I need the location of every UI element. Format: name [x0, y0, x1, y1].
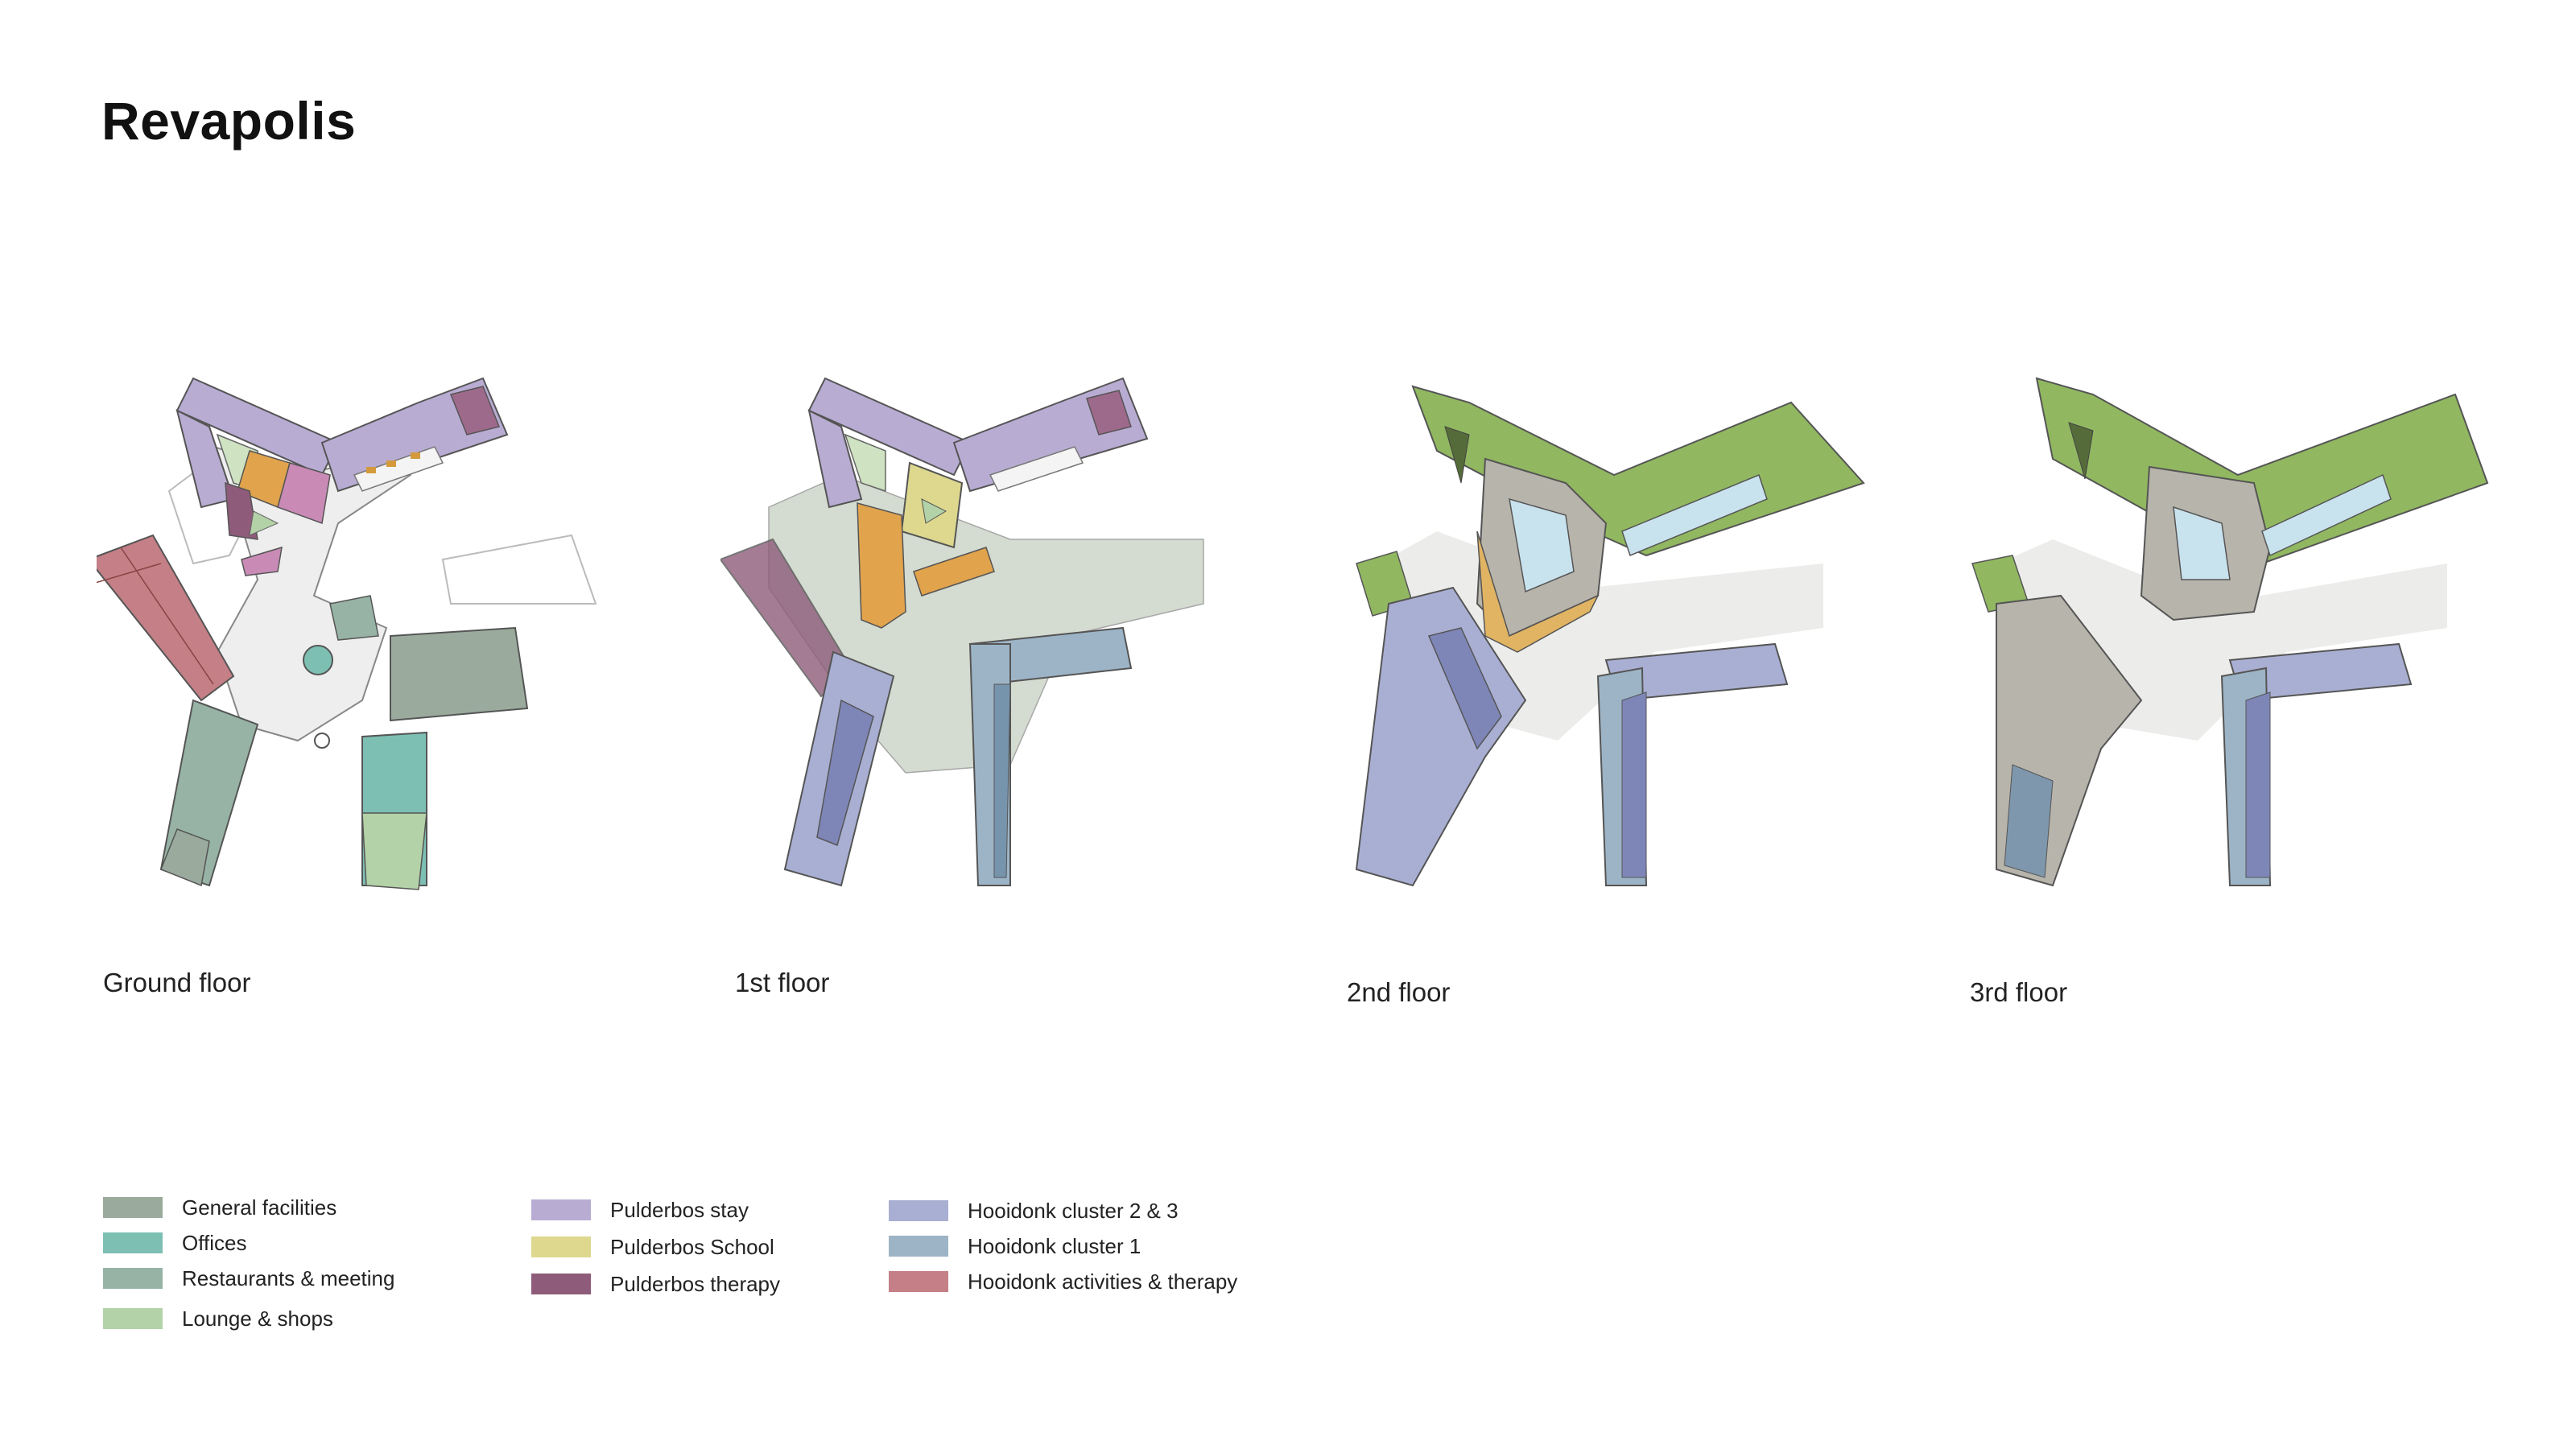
legend-label: Hooidonk cluster 1 — [968, 1233, 1141, 1258]
third-floor-plan — [1964, 362, 2512, 926]
floor-label-third: 3rd floor — [1970, 977, 2068, 1007]
legend-item: Pulderbos therapy — [531, 1265, 780, 1302]
floor-label-ground: Ground floor — [103, 968, 251, 997]
legend-column-pulderbos: Pulderbos stay Pulderbos School Pulderbo… — [531, 1191, 780, 1302]
legend-label: Restaurants & meeting — [182, 1265, 395, 1290]
legend-swatch — [531, 1274, 591, 1294]
legend-swatch — [889, 1271, 948, 1292]
legend-column-hooidonk: Hooidonk cluster 2 & 3 Hooidonk cluster … — [889, 1193, 1237, 1299]
legend-column-general: General facilities Offices Restaurants &… — [103, 1190, 394, 1336]
floor-label-second: 2nd floor — [1347, 977, 1451, 1007]
legend-swatch — [103, 1308, 163, 1329]
legend-label: General facilities — [182, 1195, 337, 1220]
legend-item: Lounge & shops — [103, 1301, 394, 1336]
legend-swatch — [103, 1232, 163, 1253]
first-floor-plan — [720, 362, 1268, 926]
legend-item: Restaurants & meeting — [103, 1261, 394, 1296]
second-floor-plan — [1340, 362, 1888, 926]
legend-swatch — [889, 1236, 948, 1257]
legend-item: Hooidonk cluster 1 — [889, 1228, 1237, 1264]
legend-item: Pulderbos School — [531, 1228, 780, 1265]
legend-item: Pulderbos stay — [531, 1191, 780, 1228]
legend-item: General facilities — [103, 1190, 394, 1225]
page-title: Revapolis — [101, 91, 357, 151]
legend-swatch — [531, 1199, 591, 1220]
legend-label: Pulderbos School — [610, 1234, 774, 1259]
floor-label-first: 1st floor — [735, 968, 830, 997]
legend-item: Hooidonk cluster 2 & 3 — [889, 1193, 1237, 1228]
legend-item: Hooidonk activities & therapy — [889, 1264, 1237, 1299]
legend-label: Pulderbos stay — [610, 1197, 749, 1222]
legend-label: Hooidonk activities & therapy — [968, 1269, 1238, 1294]
legend-label: Pulderbos therapy — [610, 1271, 781, 1296]
legend-swatch — [103, 1197, 163, 1218]
legend-swatch — [889, 1200, 948, 1221]
legend-label: Hooidonk cluster 2 & 3 — [968, 1198, 1179, 1223]
legend-swatch — [103, 1268, 163, 1289]
legend-label: Offices — [182, 1230, 247, 1255]
legend-item: Offices — [103, 1225, 394, 1261]
legend-label: Lounge & shops — [182, 1306, 333, 1331]
legend-swatch — [531, 1236, 591, 1257]
ground-floor-plan — [97, 362, 644, 926]
